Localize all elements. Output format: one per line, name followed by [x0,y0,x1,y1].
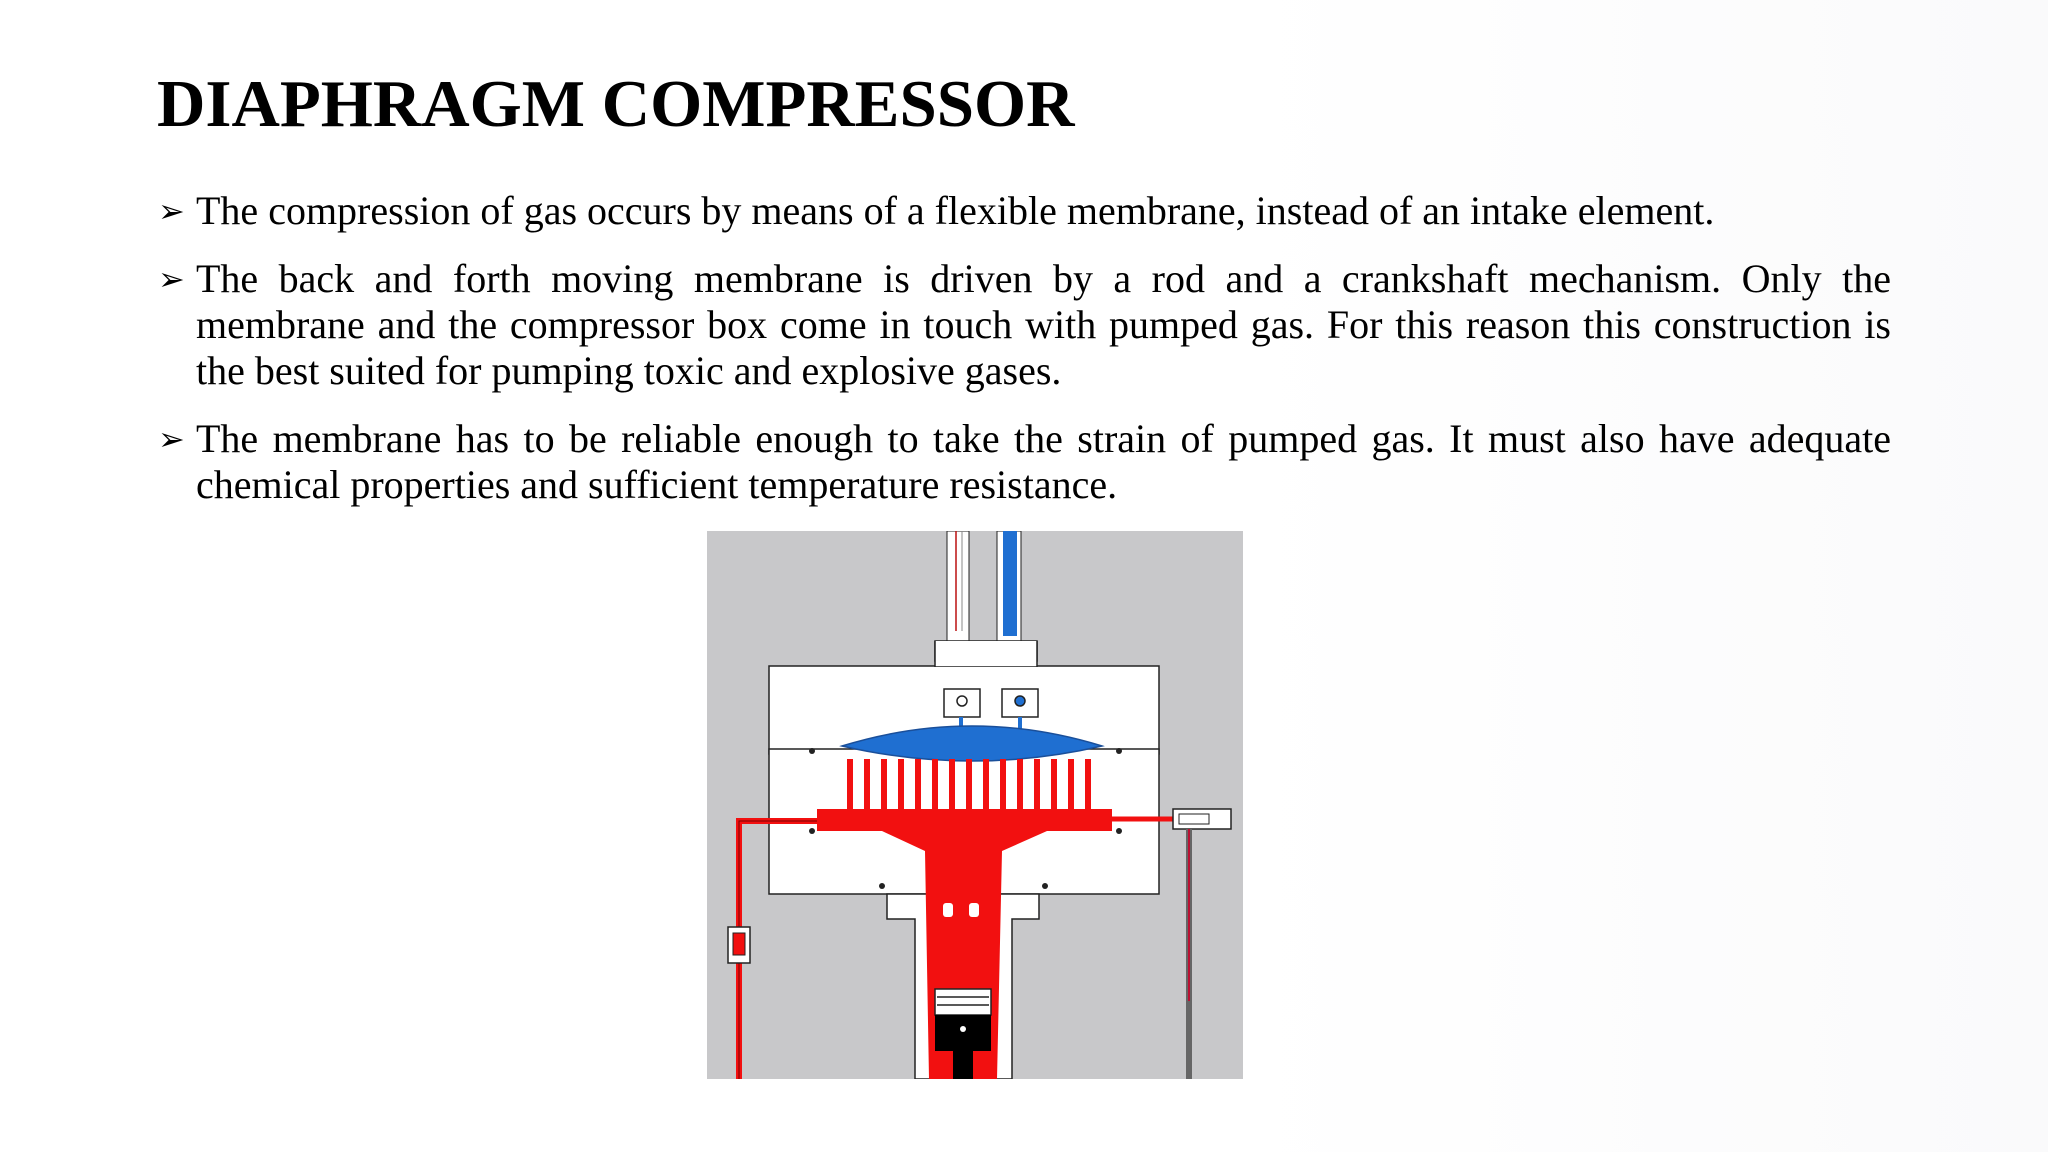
port [943,903,953,917]
bullet-item-2: ➢ The back and forth moving membrane is … [158,256,1891,394]
slide-title: DIAPHRAGM COMPRESSOR [157,67,1075,141]
bullet-text: The compression of gas occurs by means o… [196,188,1715,233]
slide-background-shade [1240,0,2048,1152]
bullet-list: ➢ The compression of gas occurs by means… [158,188,1891,530]
bullet-item-1: ➢ The compression of gas occurs by means… [158,188,1891,234]
arrow-bullet-icon: ➢ [158,193,185,229]
suction-valve [943,688,981,718]
hydraulic-oil-column [882,831,1047,1079]
oil-channels [847,759,1091,811]
bullet-text: The membrane has to be reliable enough t… [196,416,1891,507]
gas-chamber [839,725,1105,762]
bullet-item-3: ➢ The membrane has to be reliable enough… [158,416,1891,508]
connecting-rod [953,1051,973,1079]
gas-outlet-flow [1003,531,1017,636]
diagram-svg [707,531,1243,1079]
bolts [809,748,1122,889]
port [969,903,979,917]
diaphragm-compressor-diagram [707,531,1243,1079]
bullet-text: The back and forth moving membrane is dr… [196,256,1891,393]
piston-rings [934,988,992,1016]
arrow-bullet-icon: ➢ [158,421,185,457]
relief-valve [1172,808,1232,830]
arrow-bullet-icon: ➢ [158,261,185,297]
oil-plate [817,809,1112,831]
suction-pipe [946,531,970,642]
piston [935,1015,991,1051]
